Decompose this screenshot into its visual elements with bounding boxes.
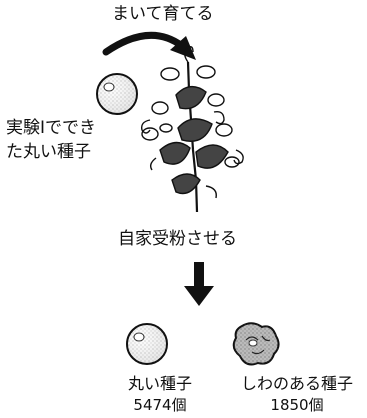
step-self-pollinate-label: 自家受粉させる (118, 229, 237, 249)
result-round-label: 丸い種子 (127, 374, 192, 393)
down-arrow-icon (184, 262, 214, 306)
round-seed-icon (126, 323, 168, 365)
result-wrinkled-count: 1850個 (270, 396, 324, 414)
curved-arrow-icon (102, 31, 196, 60)
result-wrinkled-label: しわのある種子 (240, 374, 353, 393)
pea-plant-icon (140, 45, 244, 213)
round-seed-icon (96, 73, 138, 115)
seed-label-line2: た丸い種子 (6, 142, 91, 162)
wrinkled-seed-icon (232, 322, 280, 366)
seed-label-line1: 実験Ⅰででき (6, 118, 97, 138)
result-round-count: 5474個 (133, 396, 187, 414)
step-sow-label: まいて育てる (112, 4, 214, 24)
